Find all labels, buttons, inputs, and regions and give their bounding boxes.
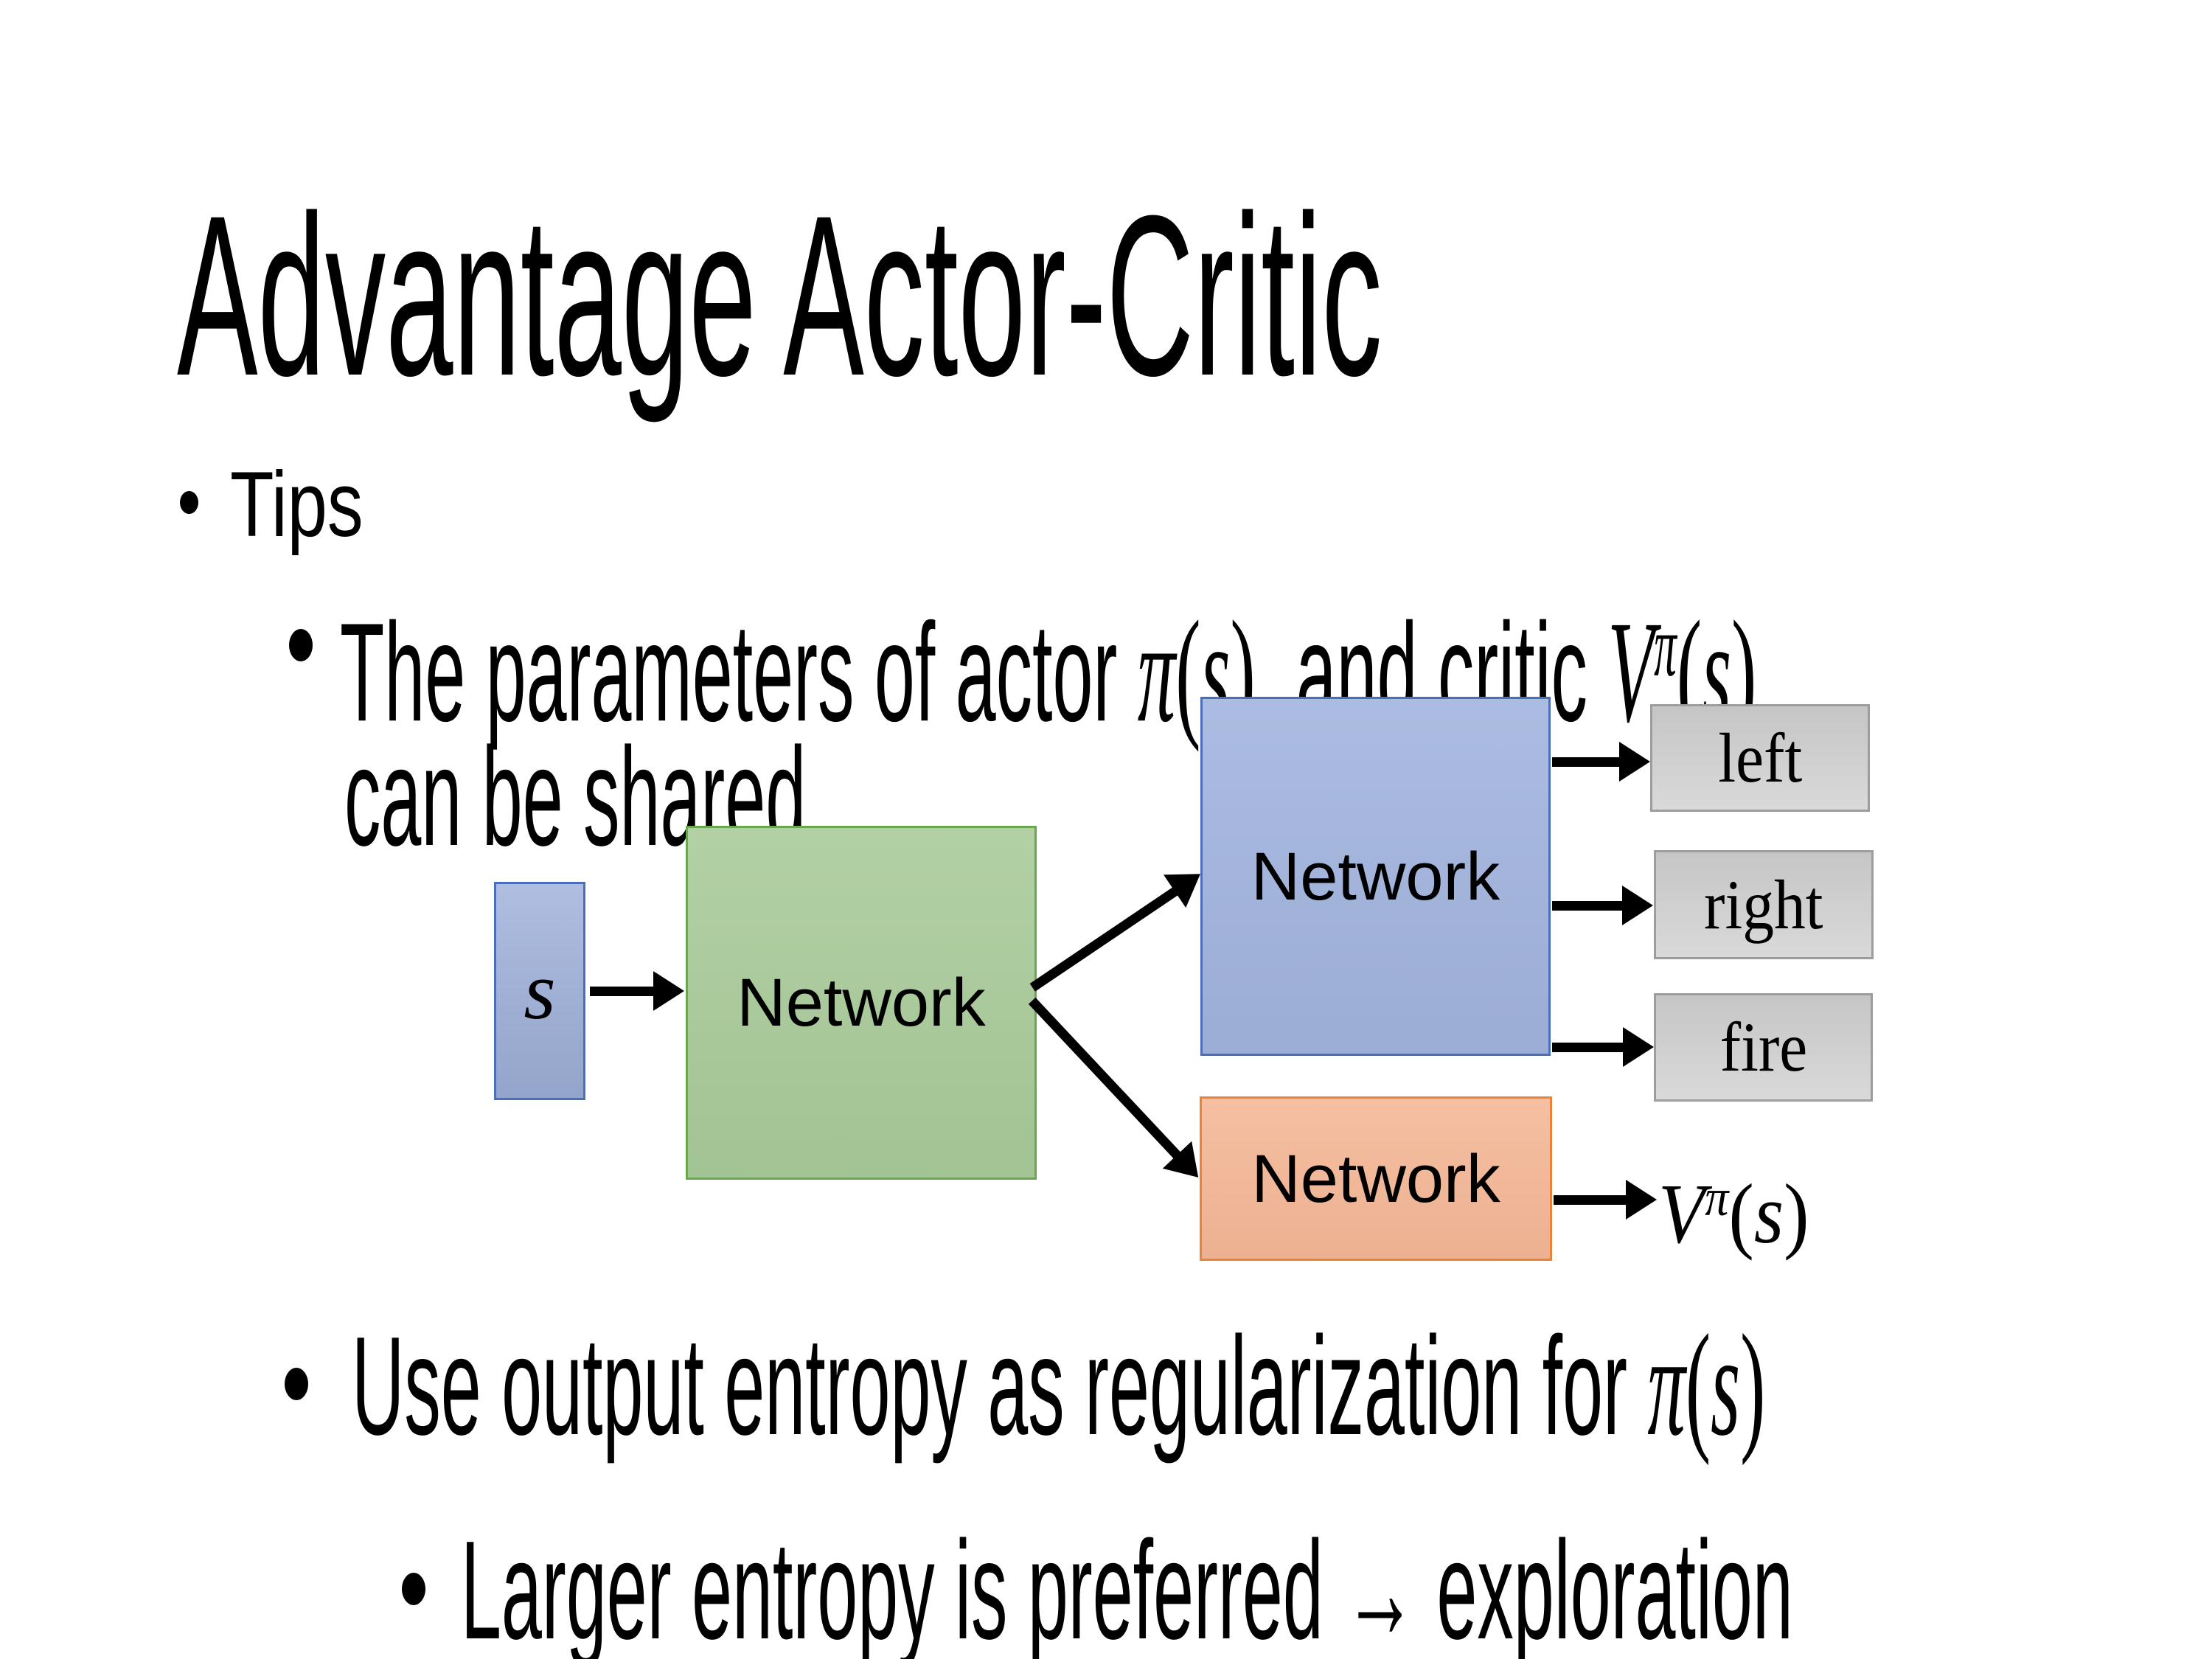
- critic-network-label: Network: [1251, 1141, 1500, 1217]
- actor-network-label: Network: [1251, 838, 1500, 914]
- arrow-shared-to-critic: [1018, 987, 1213, 1192]
- arrow-head: [1626, 1180, 1657, 1220]
- arrow-state-to-shared: [590, 971, 684, 1011]
- actor-network-box: Network: [1200, 697, 1551, 1056]
- shared-network-box: Network: [686, 826, 1037, 1180]
- action-label-fire: fire: [1719, 1008, 1807, 1086]
- shared-network-label: Network: [737, 965, 986, 1040]
- action-box-left: left: [1650, 704, 1870, 812]
- arrow-actor-to-right: [1552, 886, 1653, 925]
- bullet-dot-level1: [180, 491, 198, 514]
- arrow-actor-to-left: [1552, 742, 1650, 782]
- bullet-exploration: Larger entropy is preferred → exploratio…: [461, 1512, 1793, 1659]
- arrow-shaft: [1552, 901, 1631, 911]
- action-label-left: left: [1718, 718, 1802, 797]
- arrow-shaft: [1554, 1195, 1635, 1205]
- bullet-dot-level2: [285, 1368, 308, 1400]
- critic-output-label: Vπ(s): [1658, 1167, 1809, 1262]
- arrow-head: [1619, 742, 1650, 782]
- bullet-tips: Tips: [230, 453, 364, 556]
- arrow-actor-to-fire: [1552, 1027, 1654, 1067]
- arrow-head: [1623, 1027, 1654, 1067]
- arrow-critic-to-output: [1554, 1180, 1657, 1220]
- action-box-fire: fire: [1654, 993, 1873, 1102]
- arrow-shaft: [1029, 883, 1186, 992]
- arrow-shaft: [1028, 997, 1187, 1165]
- bullet-dot-level3: [402, 1573, 425, 1605]
- arrow-head: [1622, 886, 1653, 925]
- arrow-shaft: [1552, 757, 1628, 767]
- arrow-shared-to-actor: [1021, 857, 1212, 1004]
- action-label-right: right: [1704, 865, 1823, 944]
- state-label: s: [524, 945, 556, 1037]
- bullet-entropy: Use output entropy as regularization for…: [352, 1304, 1766, 1466]
- arrow-shaft: [590, 987, 662, 996]
- state-box: s: [494, 882, 585, 1100]
- arrow-shaft: [1552, 1043, 1632, 1052]
- action-box-right: right: [1654, 850, 1874, 959]
- arrow-head: [653, 971, 684, 1011]
- critic-network-box: Network: [1200, 1096, 1552, 1261]
- bullet-dot-level2: [289, 629, 313, 661]
- page-title: Advantage Actor-Critic: [177, 167, 1382, 423]
